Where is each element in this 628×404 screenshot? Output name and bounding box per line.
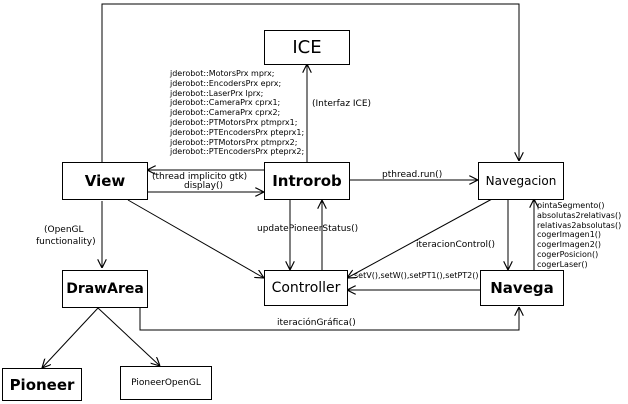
pioneer-opengl-box: PioneerOpenGL [120, 366, 212, 400]
pthread-run-label: pthread.run() [382, 170, 443, 180]
proxy-item: jderobot::PTEncodersPrx pteprx2; [170, 147, 305, 157]
ice-box: ICE [264, 30, 350, 65]
update-status-label: updatePioneerStatus() [257, 224, 359, 234]
iteracion-grafica-label: iteraciónGráfica() [277, 318, 356, 328]
navega-box: Navega [480, 270, 564, 306]
drawarea-box: DrawArea [62, 270, 148, 308]
method-item: cogerImagen2() [537, 240, 602, 250]
method-item: cogerPosicion() [537, 249, 599, 259]
arrow-view-to-navegacion-top [101, 3, 519, 162]
method-item: pintaSegmento() [537, 201, 605, 210]
introrob-box: Introrob [264, 162, 350, 200]
controller-setters-label: setV(),setW(),setPT1(),setPT2() [354, 271, 479, 280]
pioneer-opengl-label: PioneerOpenGL [131, 378, 201, 388]
view-label: View [84, 172, 126, 190]
proxy-item: jderobot::PTEncodersPrx pteprx1; [170, 127, 305, 137]
navegacion-box: Navegacion [478, 162, 564, 200]
controller-label: Controller [271, 280, 341, 296]
opengl-label-line2: functionality) [36, 237, 96, 247]
proxy-item: jderobot::EncodersPrx eprx; [170, 78, 282, 88]
iteracion-control-label: iteracionControl() [416, 240, 495, 250]
interfaz-ice-label: (Interfaz ICE) [312, 99, 372, 109]
arrow-view-to-controller [127, 199, 264, 278]
view-box: View [62, 162, 148, 200]
display-label: display() [184, 181, 223, 191]
navega-methods-list: pintaSegmento() absolutas2relativas() re… [537, 201, 621, 270]
pioneer-label: Pioneer [9, 375, 75, 394]
proxy-item: jderobot::PTMotorsPrx ptmprx1; [170, 117, 298, 127]
method-item: absolutas2relativas() [537, 210, 622, 220]
arrow-drawarea-to-pioneeropengl [97, 307, 160, 366]
proxy-item: jderobot::PTMotorsPrx ptmprx2; [170, 137, 298, 147]
navegacion-label: Navegacion [485, 174, 557, 188]
arrow-navegacion-to-controller [347, 198, 493, 278]
controller-box: Controller [264, 270, 348, 306]
introrob-label: Introrob [272, 172, 342, 190]
opengl-label-line1: (OpenGL [44, 225, 84, 235]
drawarea-label: DrawArea [66, 281, 144, 297]
ice-label: ICE [292, 37, 322, 58]
arrow-drawarea-to-navega [139, 307, 519, 331]
proxy-item: jderobot::MotorsPrx mprx; [170, 69, 275, 78]
method-item: cogerLaser() [537, 259, 588, 269]
arrow-drawarea-to-pioneer [42, 307, 99, 368]
method-item: relativas2absolutas() [537, 220, 622, 230]
pioneer-box: Pioneer [2, 368, 82, 401]
proxy-item: jderobot::CameraPrx cprx1; [170, 98, 281, 108]
proxy-item: jderobot::CameraPrx cprx2; [170, 108, 281, 118]
thread-implicito-label: (thread implicito gtk) [152, 172, 248, 182]
proxy-item: jderobot::LaserPrx lprx; [170, 88, 264, 98]
proxy-list: jderobot::MotorsPrx mprx; jderobot::Enco… [170, 69, 304, 157]
method-item: cogerImagen1() [537, 230, 602, 240]
navega-label: Navega [490, 279, 554, 297]
